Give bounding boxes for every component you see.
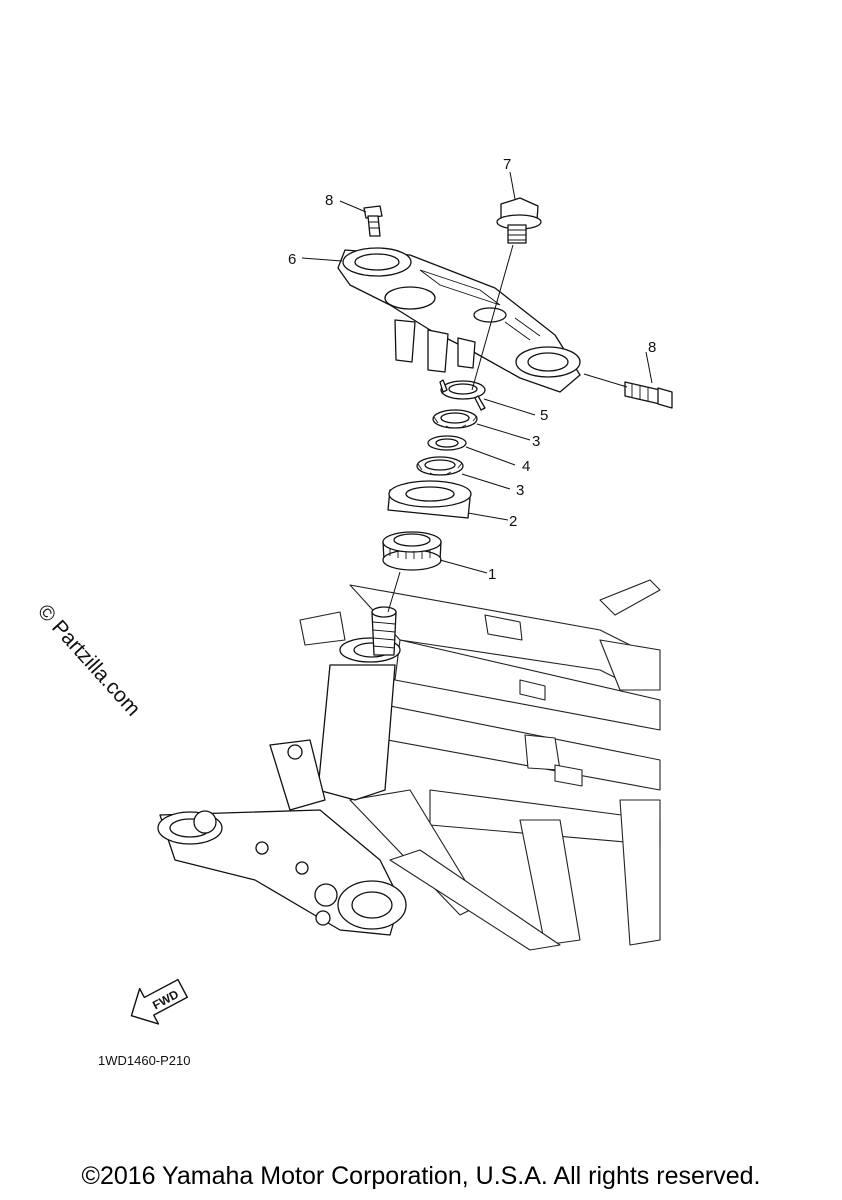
reference-code: 1WD1460-P210 — [98, 1053, 191, 1068]
leader-lines — [301, 171, 653, 613]
callout-5: 5 — [540, 407, 548, 424]
lower-bracket — [157, 739, 407, 936]
part-washer — [427, 435, 467, 451]
callout-1: 1 — [488, 566, 496, 583]
copyright-notice: ©2016 Yamaha Motor Corporation, U.S.A. A… — [81, 1162, 761, 1190]
part-ring-nut-lower — [416, 456, 464, 476]
part-bolt-side — [624, 381, 673, 409]
steering-stem-shaft — [371, 606, 397, 656]
callout-3-lower: 3 — [516, 482, 524, 499]
part-bolt-top — [363, 205, 383, 237]
part-stem-nut — [496, 197, 542, 244]
part-bearing — [382, 531, 442, 571]
frame-assembly — [299, 579, 661, 951]
callout-8-top: 8 — [325, 192, 333, 209]
callout-4: 4 — [522, 458, 530, 475]
callout-6: 6 — [288, 251, 296, 268]
part-ring-nut-upper — [432, 409, 478, 429]
steering-head-pipe — [317, 637, 401, 801]
fwd-arrow-icon: FWD — [130, 978, 188, 1025]
callout-3-upper: 3 — [532, 433, 540, 450]
callout-8-right: 8 — [648, 339, 656, 356]
part-dust-seal — [387, 480, 472, 519]
callout-2: 2 — [509, 513, 517, 530]
part-upper-bracket — [337, 247, 581, 393]
part-lock-washer — [439, 379, 486, 411]
callout-7: 7 — [503, 156, 511, 173]
